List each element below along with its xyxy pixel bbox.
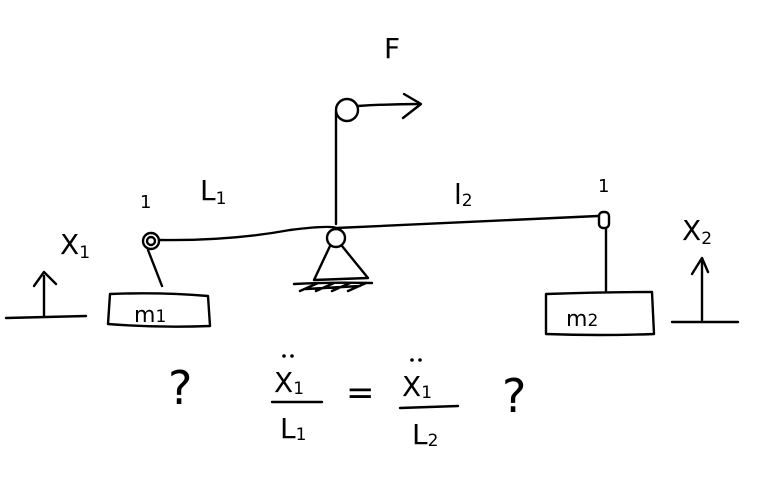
fraction-right-denominator: L2 [412, 418, 438, 451]
right-end-joint [597, 210, 611, 230]
force-label: F [384, 32, 400, 65]
pivot-joint [325, 227, 347, 249]
left-end-joint-inner [145, 235, 157, 247]
mass-label-2: m2 [566, 307, 598, 332]
dot-right-b [418, 358, 422, 362]
disp-left-label: X1 [60, 228, 90, 263]
disp-left-arrow-head [32, 270, 58, 288]
mass-box-2 [544, 290, 656, 337]
length-left-label: L1 [200, 174, 226, 209]
force-arrow-head [401, 92, 423, 120]
disp-left-baseline [4, 314, 88, 320]
left-end-joint [141, 231, 161, 251]
question-mark-right: ? [502, 369, 526, 423]
left-hanger [146, 248, 164, 288]
disp-right-label: X2 [682, 214, 712, 249]
right-joint-mark: 1 [598, 176, 609, 197]
mass-box-1 [106, 292, 212, 328]
lever-beam [158, 214, 600, 242]
fraction-left-denominator: L1 [280, 412, 306, 445]
length-right-label: l2 [454, 178, 473, 211]
top-joint [334, 97, 360, 123]
left-joint-mark: 1 [140, 192, 151, 213]
dot-left-b [290, 354, 294, 358]
pivot-triangle [312, 244, 370, 282]
ground-hatch [298, 281, 368, 293]
fraction-left-numerator: X1 [274, 366, 304, 399]
equals-sign: = [346, 373, 375, 413]
dot-left-a [282, 354, 286, 358]
dot-right-a [410, 358, 414, 362]
fraction-right-numerator: X1 [402, 370, 432, 403]
question-mark-left: ? [168, 361, 192, 415]
force-arrow-shaft [356, 102, 422, 108]
mass-label-1: m1 [134, 303, 166, 328]
fraction-right-bar [398, 404, 460, 410]
disp-right-arrow-head [690, 256, 710, 276]
